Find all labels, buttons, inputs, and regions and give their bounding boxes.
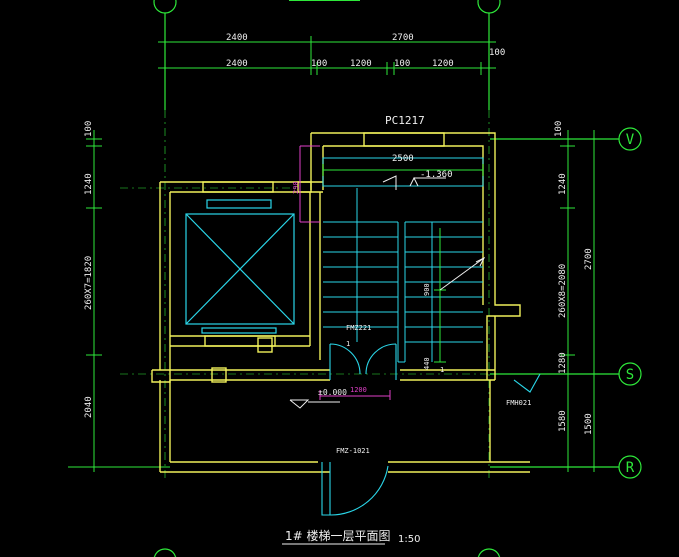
dim-top-detail-1: 2400 bbox=[226, 59, 248, 69]
dim-right-100: 100 bbox=[554, 121, 564, 137]
axis-bubbles-bottom bbox=[153, 548, 501, 557]
landing-level-label: -1.360 bbox=[420, 170, 453, 180]
axis-label-v: V bbox=[626, 132, 635, 148]
small-mark-c: 1 bbox=[440, 366, 444, 374]
right-dimension-text: 100 1240 260X8=2080 1280 1580 2700 1500 bbox=[554, 121, 594, 435]
scale-text: 1:50 bbox=[398, 534, 420, 545]
dim-right-1240: 1240 bbox=[558, 173, 568, 195]
top-dimension-text: 2400 2700 100 2400 100 1200 100 1200 bbox=[226, 33, 505, 69]
door-label-fmz221: FMZ221 bbox=[346, 324, 371, 332]
dim-left-1240: 1240 bbox=[84, 173, 94, 195]
elevator-car bbox=[185, 199, 295, 334]
title-text: 1# 楼梯一层平面图 bbox=[285, 528, 391, 543]
axis-label-s: S bbox=[626, 367, 634, 383]
doors bbox=[321, 343, 541, 516]
drawing-labels: PC1217 2500 -1.360 ±0.000 FMZ221 FMH021 … bbox=[292, 114, 531, 455]
small-mark-b: 1 bbox=[346, 340, 350, 348]
door-label-fmz1021: FMZ-1021 bbox=[336, 447, 370, 455]
floor-level-label: ±0.000 bbox=[318, 388, 347, 397]
dim-top-detail-2: 100 bbox=[311, 59, 327, 69]
dim-right-1580: 1580 bbox=[558, 410, 568, 432]
door-fmz1021 bbox=[321, 462, 389, 516]
inner-dimensions bbox=[322, 164, 484, 363]
window-label: PC1217 bbox=[385, 114, 425, 127]
axis-bubble-labels: V S R bbox=[626, 132, 635, 476]
dim-right-1500: 1500 bbox=[584, 413, 594, 435]
dim-top-detail-5: 1200 bbox=[432, 59, 454, 69]
dim-right-2700: 2700 bbox=[584, 248, 594, 270]
stair-mark-440: 440 bbox=[423, 357, 431, 370]
magenta-dim-label: 290 bbox=[292, 181, 300, 194]
dim-left-1820: 260X7=1820 bbox=[84, 256, 94, 310]
drawing-title: 1# 楼梯一层平面图 1:50 bbox=[282, 528, 420, 545]
dim-top-2400: 2400 bbox=[226, 33, 248, 43]
axis-label-r: R bbox=[626, 460, 635, 476]
door-width-label: 1200 bbox=[350, 386, 367, 394]
axis-center-lines bbox=[120, 110, 560, 480]
dim-top-offset: 100 bbox=[489, 48, 505, 58]
level-symbols bbox=[289, 176, 446, 409]
stair-arrow bbox=[382, 175, 486, 291]
door-fmh021 bbox=[513, 373, 541, 393]
dim-top-detail-3: 1200 bbox=[350, 59, 372, 69]
dim-left-2040: 2040 bbox=[84, 396, 94, 418]
left-dimensions bbox=[68, 130, 170, 472]
right-dimensions bbox=[560, 130, 600, 472]
stair-treads bbox=[323, 221, 483, 343]
walls bbox=[151, 132, 530, 473]
left-dimension-text: 100 1240 260X7=1820 2040 bbox=[84, 121, 94, 418]
window-opening bbox=[363, 132, 445, 147]
top-dimensions bbox=[158, 36, 496, 75]
dim-left-100: 100 bbox=[84, 121, 94, 137]
magenta-marks bbox=[299, 145, 391, 400]
stair-mark-900: 900 bbox=[423, 283, 431, 296]
elevator-door-top bbox=[202, 181, 274, 193]
inner-width-label: 2500 bbox=[392, 154, 414, 164]
dim-right-1280: 1280 bbox=[558, 352, 568, 374]
door-label-fmh021: FMH021 bbox=[506, 399, 531, 407]
dim-right-2080: 260X8=2080 bbox=[558, 264, 568, 318]
dim-top-detail-4: 100 bbox=[394, 59, 410, 69]
dim-top-2700: 2700 bbox=[392, 33, 414, 43]
door-fmz221-right bbox=[365, 343, 397, 380]
door-fmz221-left bbox=[329, 343, 361, 380]
